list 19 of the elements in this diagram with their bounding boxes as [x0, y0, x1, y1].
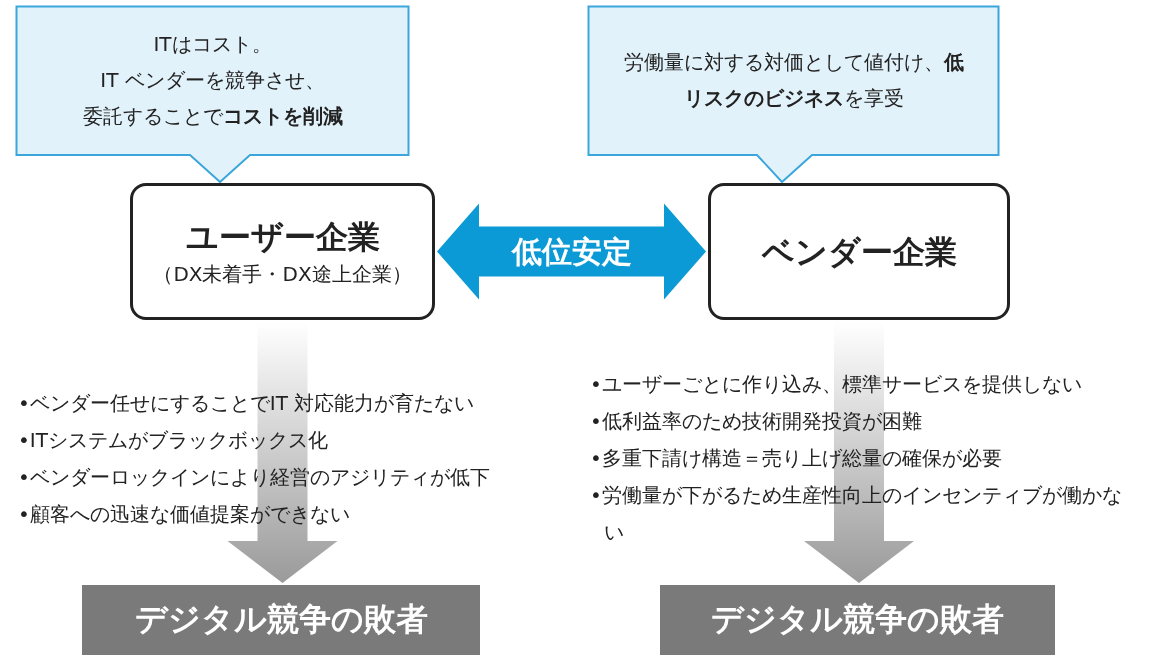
box-title: ユーザー企業: [185, 216, 380, 258]
box-subtitle: （DX未着手・DX途上企業）: [153, 260, 412, 288]
speech-bubble: [15, 5, 410, 183]
bullet-item: •ユーザーごとに作り込み、標準サービスを提供しない: [590, 371, 1083, 398]
bullet-item: •低利益率のため技術開発投資が困難: [590, 408, 923, 435]
box-title: ベンダー企業: [761, 231, 957, 273]
speech-bubble: [587, 5, 1000, 183]
callout-text: 労働量に対する対価として値付け、低リスクのビジネスを享受: [622, 49, 965, 112]
bullet-item: •多重下請け構造＝売り上げ総量の確保が必要: [590, 445, 1003, 472]
bullet-item: •ベンダー任せにすることでIT 対応能力が育たない: [18, 390, 476, 417]
bullet-item: •ITシステムがブラックボックス化: [18, 427, 329, 454]
callout-text: ITはコスト。IT ベンダーを競争させ、委託することでコストを削減: [81, 31, 344, 130]
bullet-item: •顧客への迅速な価値提案ができない: [18, 501, 351, 528]
company-box: [708, 183, 1010, 320]
company-box: [130, 183, 435, 320]
bullet-item: •ベンダーロックインにより経営のアジリティが低下: [18, 464, 491, 491]
result-box: デジタル競争の敗者: [82, 585, 480, 655]
result-box: デジタル競争の敗者: [660, 585, 1055, 655]
bullet-item: •労働量が下がるため生産性向上のインセンティブが働かない: [590, 482, 1123, 546]
